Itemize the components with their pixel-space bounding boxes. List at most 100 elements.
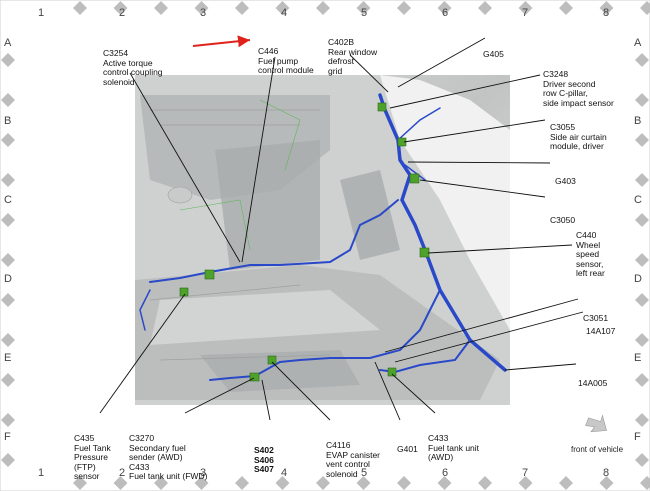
grid-col-7: 7 (522, 7, 529, 19)
grid-marker-diamond (478, 476, 492, 490)
grid-marker-diamond (599, 476, 614, 490)
grid-col-1: 1 (38, 7, 45, 19)
grid-marker-diamond (316, 476, 330, 490)
grid-marker-diamond (275, 476, 290, 490)
grid-marker-diamond (397, 476, 411, 490)
grid-marker-diamond (635, 453, 649, 467)
grid-marker-diamond (478, 1, 492, 15)
grid-col-4: 4 (281, 7, 288, 19)
connector-c440 (419, 247, 430, 258)
grid-marker-diamond (356, 476, 371, 490)
grid-row-c: C (4, 194, 12, 206)
grid-row-d: D (634, 273, 642, 285)
grid-marker-diamond (1, 253, 15, 267)
grid-col-2: 2 (119, 467, 126, 479)
grid-row-f: F (634, 431, 641, 443)
grid-marker-diamond (640, 1, 650, 15)
grid-col-8: 8 (603, 7, 610, 19)
grid-marker-diamond (1, 53, 15, 67)
grid-marker-diamond (518, 476, 533, 490)
leader-lines (99, 37, 584, 421)
grid-marker-diamond (1, 173, 15, 187)
grid-row-f: F (4, 431, 11, 443)
grid-marker-diamond (437, 476, 452, 490)
callout-g403: G403 (555, 176, 576, 186)
grid-col-8: 8 (603, 467, 610, 479)
grid-marker-diamond (1, 213, 15, 227)
grid-marker-diamond (635, 213, 649, 227)
grid-marker-diamond (1, 333, 15, 347)
grid-marker-diamond (235, 476, 249, 490)
highlight-arrow (192, 35, 251, 48)
vehicle-body-illustration (135, 75, 510, 405)
grid-marker-diamond (635, 53, 649, 67)
grid-marker-diamond (635, 293, 649, 307)
grid-marker-diamond (635, 373, 649, 387)
grid-col-3: 3 (200, 7, 207, 19)
grid-col-2: 2 (119, 7, 126, 19)
grid-marker-diamond (397, 1, 411, 15)
grid-row-e: E (634, 352, 642, 364)
grid-col-1: 1 (38, 467, 45, 479)
grid-marker-diamond (113, 476, 128, 490)
grid-marker-diamond (356, 1, 371, 15)
grid-row-a: A (4, 37, 12, 49)
grid-marker-diamond (1, 373, 15, 387)
grid-row-b: B (4, 115, 12, 127)
grid-marker-diamond (1, 453, 15, 467)
grid-marker-diamond (559, 1, 573, 15)
grid-marker-diamond (73, 1, 87, 15)
front-of-vehicle-label: front of vehicle (571, 445, 624, 454)
grid-marker-diamond (640, 476, 650, 490)
grid-row-d: D (4, 273, 12, 285)
grid-marker-diamond (635, 333, 649, 347)
grid-marker-diamond (635, 93, 649, 107)
grid-marker-diamond (599, 1, 614, 15)
grid-row-a: A (634, 37, 642, 49)
grid-marker-diamond (1, 293, 15, 307)
grid-col-5: 5 (361, 467, 368, 479)
callout-c3050: C3050 (550, 215, 576, 225)
callout-14a107: 14A107 (586, 326, 616, 336)
grid-row-c: C (634, 194, 642, 206)
grid-marker-diamond (559, 476, 573, 490)
grid-col-4: 4 (281, 467, 288, 479)
grid-col-6: 6 (442, 7, 449, 19)
grid-marker-diamond (194, 476, 209, 490)
grid-marker-diamond (635, 413, 649, 427)
grid-col-5: 5 (361, 7, 368, 19)
grid-marker-diamond (275, 1, 290, 15)
grid-marker-diamond (113, 1, 128, 15)
callout-g401: G401 (397, 444, 418, 454)
grid-marker-diamond (154, 1, 168, 15)
grid-marker-diamond (518, 1, 533, 15)
connectors (179, 102, 430, 382)
grid-marker-diamond (154, 476, 168, 490)
grid-marker-diamond (73, 476, 87, 490)
grid-col-7: 7 (522, 467, 529, 479)
grid-marker-diamond (194, 1, 209, 15)
grid-marker-diamond (635, 133, 649, 147)
callout-14a005: 14A005 (578, 378, 608, 388)
grid-col-3: 3 (200, 467, 207, 479)
grid-marker-diamond (635, 173, 649, 187)
grid-row-e: E (4, 352, 12, 364)
wiring-harness (139, 93, 507, 381)
callout-c3051: C3051 (583, 313, 609, 323)
grid-marker-diamond (1, 133, 15, 147)
connector-c3050 (409, 173, 420, 184)
connector-c3248 (377, 102, 387, 112)
front-of-vehicle-arrow-icon (585, 414, 607, 433)
connector-c3254 (204, 269, 215, 280)
grid-col-6: 6 (442, 467, 449, 479)
grid-marker-diamond (437, 1, 452, 15)
connector-c433 (387, 367, 397, 377)
